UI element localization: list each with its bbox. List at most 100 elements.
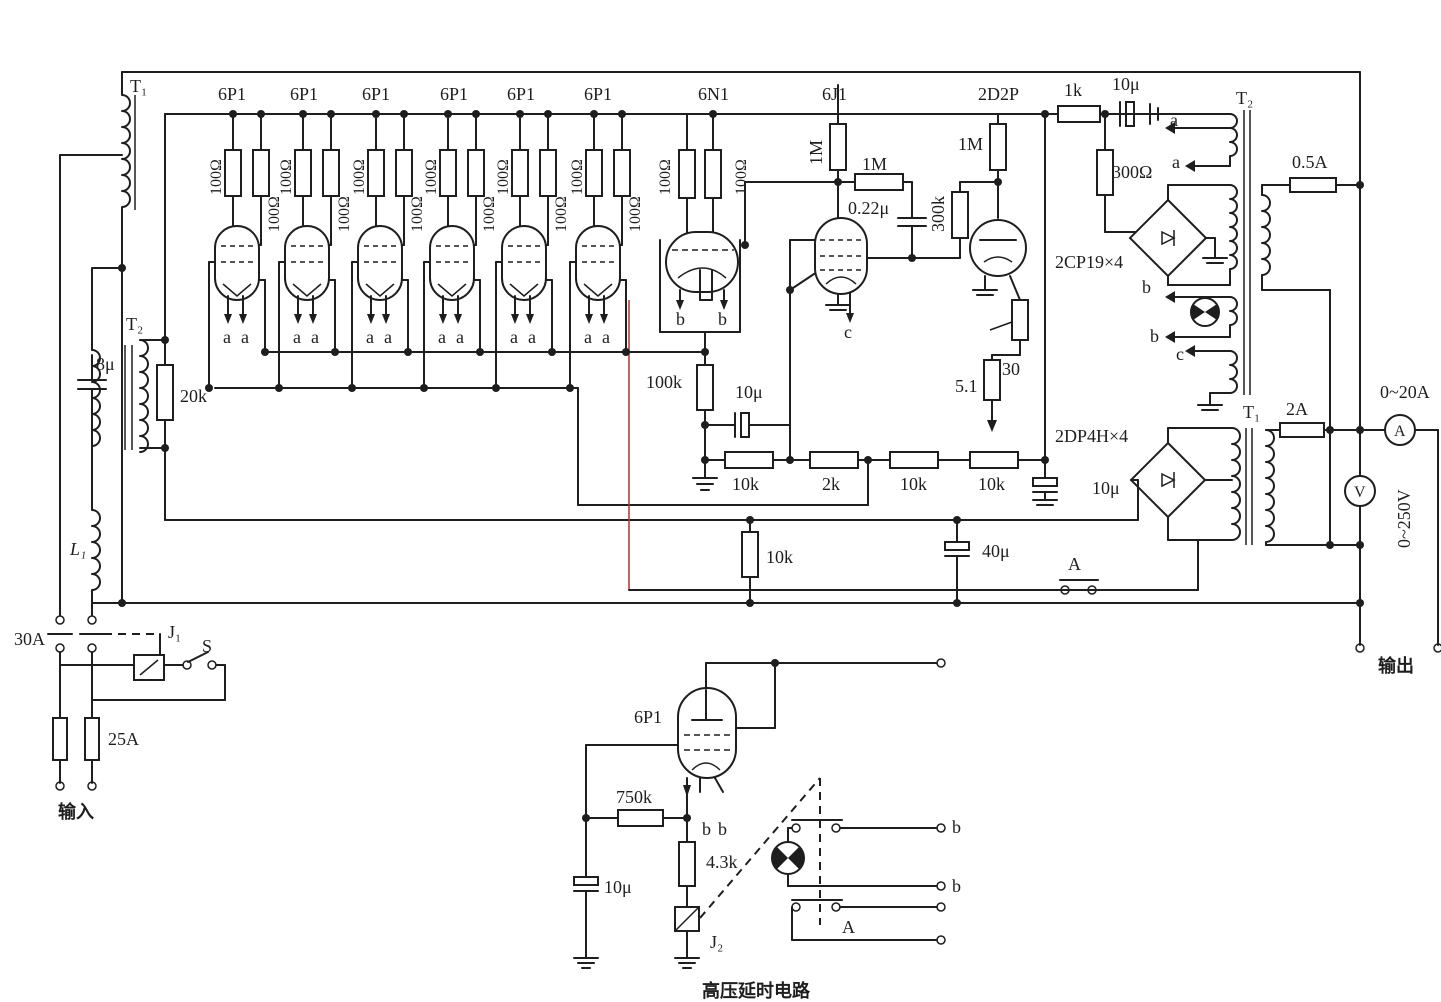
- tube-envelope: [575, 225, 621, 301]
- delay-circuit-title: 高压延时电路: [702, 980, 811, 1002]
- anode-pin-label: a: [438, 327, 446, 347]
- resistor-100-label: 100Ω: [733, 159, 750, 195]
- pin-c-right: c: [1176, 344, 1184, 364]
- res-2k-label: 2k: [822, 474, 840, 494]
- anode-pin-label: a: [584, 327, 592, 347]
- grid-resistor: [439, 149, 457, 197]
- switch-s-label: S: [202, 636, 212, 656]
- delay-out-b-2: b: [952, 876, 961, 896]
- contact-a-label: A: [1068, 554, 1081, 574]
- delay-tube-label: 6P1: [634, 707, 662, 727]
- resistor-100-label: 100Ω: [423, 159, 440, 195]
- tube-label-6p1: 6P1: [218, 84, 246, 104]
- fuse-2a-label: 2A: [1286, 399, 1308, 419]
- resistor-100-label: 100Ω: [553, 196, 570, 232]
- delay-out-b-1: b: [952, 817, 961, 837]
- tube-label-6p1: 6P1: [584, 84, 612, 104]
- ammeter-range-label: 0~20A: [1380, 382, 1430, 402]
- resistor-100-label: 100Ω: [266, 196, 283, 232]
- screen-resistor: [322, 149, 340, 197]
- tube-label-6p1: 6P1: [507, 84, 535, 104]
- tube-envelope: [429, 225, 475, 301]
- breaker-30a-label: 30A: [14, 629, 45, 649]
- screen-resistor: [252, 149, 270, 197]
- anode-pin-label: a: [384, 327, 392, 347]
- resistor-100-label: 100Ω: [351, 159, 368, 195]
- tube-label-6n1: 6N1: [698, 84, 729, 104]
- cap-10u-bridge-label: 10μ: [1092, 478, 1120, 498]
- tube-label-6p1: 6P1: [290, 84, 318, 104]
- anode-pin-label: a: [293, 327, 301, 347]
- screen-resistor: [467, 149, 485, 197]
- grid-resistor: [367, 149, 385, 197]
- delay-pin-b-1: b: [702, 819, 711, 839]
- bridge-2dp4h-label: 2DP4H×4: [1055, 426, 1128, 446]
- res-30-label: 30: [1002, 359, 1020, 379]
- main-wiring: [91, 71, 1361, 646]
- tube-envelope: [357, 225, 403, 301]
- resistor-100-label: 100Ω: [208, 159, 225, 195]
- anode-pin-label: a: [241, 327, 249, 347]
- l1-label: L₁: [69, 539, 86, 559]
- anode-pin-label: a: [510, 327, 518, 347]
- tube-label-2d2p: 2D2P: [978, 84, 1019, 104]
- t1-label: T₁: [130, 76, 147, 96]
- resistor-100-label: 100Ω: [409, 196, 426, 232]
- resistor-100-label: 100Ω: [336, 196, 353, 232]
- control-section: [659, 84, 1199, 607]
- res-4-3k-label: 4.3k: [706, 852, 738, 872]
- res-1m-c-label: 1M: [958, 134, 983, 154]
- heater-pin-b-label: b: [718, 309, 727, 329]
- anode-pin-label: a: [223, 327, 231, 347]
- anode-pin-label: a: [528, 327, 536, 347]
- resistor-100-label: 100Ω: [278, 159, 295, 195]
- tube-label-6p1: 6P1: [362, 84, 390, 104]
- delay-contact-a-label: A: [842, 917, 855, 937]
- res-10k-load-label: 10k: [766, 547, 793, 567]
- relay-j1-label: J₁: [168, 622, 181, 642]
- cap-40u-label: 40μ: [982, 541, 1010, 561]
- resistor-100-label: 100Ω: [569, 159, 586, 195]
- delay-cap-10u-label: 10μ: [604, 877, 632, 897]
- heater-pin-b-label: b: [676, 309, 685, 329]
- output-label: 输出: [1378, 655, 1414, 677]
- resistor-100-label: 100Ω: [481, 196, 498, 232]
- t2-right-label: T₂: [1236, 88, 1253, 108]
- ammeter-symbol: A: [1394, 423, 1406, 440]
- res-10k-c-label: 10k: [978, 474, 1005, 494]
- voltmeter-symbol: V: [1354, 484, 1366, 501]
- voltmeter-range-label: 0~250V: [1394, 489, 1414, 548]
- pin-b-right-second: b: [1150, 326, 1159, 346]
- heater-pin-c-label: c: [844, 322, 852, 342]
- anode-pin-label: a: [456, 327, 464, 347]
- screen-resistor: [539, 149, 557, 197]
- bridge-2cp19-label: 2CP19×4: [1055, 252, 1123, 272]
- res-1k-label: 1k: [1064, 80, 1082, 100]
- resistor-100-label: 100Ω: [657, 159, 674, 195]
- resistor-100-label: 100Ω: [627, 196, 644, 232]
- cap-10u-top-label: 10μ: [1112, 74, 1140, 94]
- cap-022u-label: 0.22μ: [848, 198, 889, 218]
- resistor-100-label: 100Ω: [495, 159, 512, 195]
- tube-envelope: [284, 225, 330, 301]
- pin-a-second: a: [1172, 152, 1180, 172]
- tube-label-6j1: 6J1: [822, 84, 847, 104]
- t1-right-label: T₁: [1243, 402, 1260, 422]
- relay-j2-label: J₂: [710, 932, 723, 952]
- res-300k-label: 300k: [928, 196, 948, 232]
- cap-10u-label: 10μ: [735, 382, 763, 402]
- res-10k-a-label: 10k: [732, 474, 759, 494]
- res-5-1-label: 5.1: [955, 376, 978, 396]
- res-300-label: 300Ω: [1112, 162, 1152, 182]
- tube-envelope: [501, 225, 547, 301]
- labels: T₁ T₂ 8μ 20k L₁ 30A J₁ S 25A 输入 100k 10μ…: [14, 74, 1430, 1002]
